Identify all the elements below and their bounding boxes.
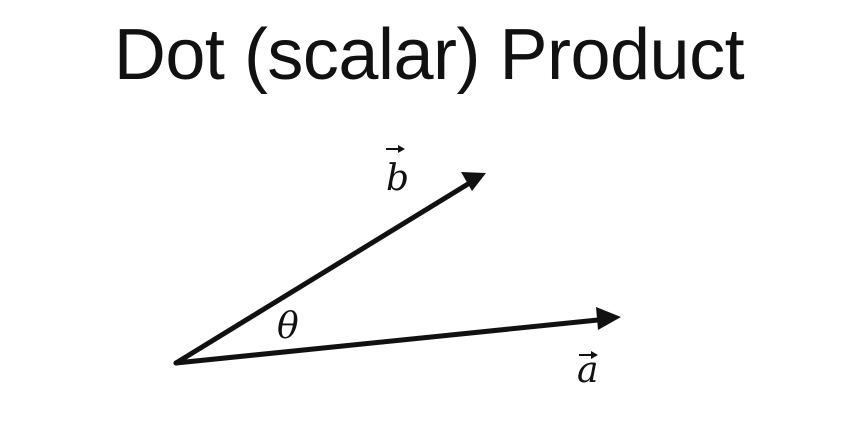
vector-b-label: b [386, 158, 409, 199]
angle-theta-label: θ [277, 306, 299, 347]
page-title: Dot (scalar) Product [113, 15, 745, 95]
vector-a-arrowhead [596, 307, 621, 330]
vector-a-accent-arrow [579, 351, 598, 359]
vector-a-label: a [577, 350, 598, 391]
vector-b-line [173, 181, 471, 366]
vector-a-line [173, 317, 601, 366]
vector-b-arrowhead [461, 172, 486, 191]
vector-b-accent-arrow [386, 145, 405, 153]
